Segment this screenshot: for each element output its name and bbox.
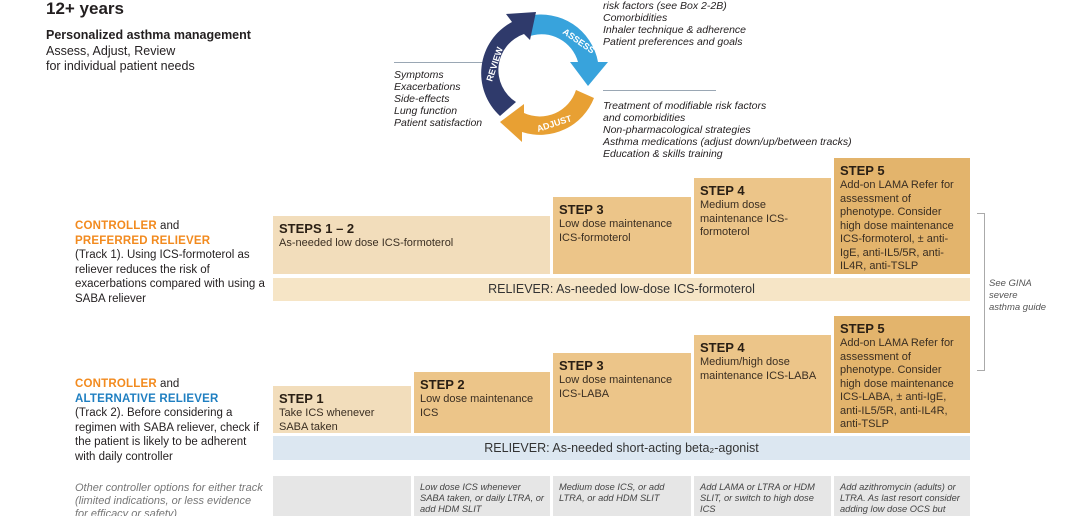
step-title: STEP 1 (279, 391, 324, 406)
section-title: Personalized asthma management (46, 28, 251, 42)
step-title: STEP 5 (840, 321, 885, 336)
step-title: STEP 4 (700, 340, 745, 355)
assess-item: risk factors (see Box 2-2B) (603, 0, 727, 12)
other-options-label: Other controller options for either trac… (75, 482, 263, 516)
step-text: As-needed low dose ICS-formoterol (279, 237, 454, 249)
adjust-item: Non-pharmacological strategies (603, 124, 751, 136)
other-option-cell: Add azithromycin (adults) or LTRA. As la… (834, 476, 970, 516)
track1-reliever-label: PREFERRED RELIEVER (75, 234, 211, 247)
review-item: Side-effects (394, 93, 450, 105)
track2-step-3: STEP 3 Low dose maintenance ICS-LABA (553, 353, 691, 433)
step5-bracket (977, 213, 985, 371)
track2-step-4: STEP 4 Medium/high dose maintenance ICS-… (694, 335, 831, 433)
track2-reliever-label: ALTERNATIVE RELIEVER (75, 392, 219, 405)
track2-label: CONTROLLER and ALTERNATIVE RELIEVER (Tra… (75, 377, 265, 464)
review-arrow (481, 12, 536, 116)
other-option-cell-empty (273, 476, 411, 516)
step-title: STEPS 1 – 2 (279, 221, 355, 236)
gina-note-line: severe (989, 290, 1018, 301)
step-text: Low dose maintenance ICS-LABA (559, 374, 673, 400)
step-text: Low dose maintenance ICS (420, 393, 534, 419)
track2-step-2: STEP 2 Low dose maintenance ICS (414, 372, 550, 433)
review-item: Patient satisfaction (394, 117, 483, 129)
other-option-cell: Medium dose ICS, or add LTRA, or add HDM… (553, 476, 691, 516)
step-text: Medium/high dose maintenance ICS-LABA (700, 356, 817, 382)
adjust-item: Treatment of modifiable risk factors (603, 100, 767, 112)
track1-steps-1-2: STEPS 1 – 2 As-needed low dose ICS-formo… (273, 216, 550, 274)
section-subtitle-2: for individual patient needs (46, 59, 195, 73)
track2-reliever: RELIEVER: As-needed short-acting beta₂-a… (273, 436, 970, 460)
track2-step-5: STEP 5 Add-on LAMA Refer for assessment … (834, 316, 970, 433)
section-subtitle: Assess, Adjust, Review (46, 44, 176, 58)
other-option-cell: Low dose ICS whenever SABA taken, or dai… (414, 476, 550, 516)
track1-reliever: RELIEVER: As-needed low-dose ICS-formote… (273, 278, 970, 301)
gina-note-line: See GINA (989, 278, 1032, 289)
track1-and: and (156, 220, 180, 232)
adjust-item: Asthma medications (adjust down/up/betwe… (603, 136, 852, 148)
gina-severe-note: See GINA severe asthma guide (989, 278, 1046, 314)
track2-and: and (156, 378, 180, 390)
track1-controller: CONTROLLER (75, 220, 157, 232)
other-option-cell: Add LAMA or LTRA or HDM SLIT, or switch … (694, 476, 831, 516)
step-title: STEP 5 (840, 163, 885, 178)
track1-step-5: STEP 5 Add-on LAMA Refer for assessment … (834, 158, 970, 274)
adjust-items: Treatment of modifiable risk factors and… (603, 100, 852, 160)
review-item: Symptoms (394, 69, 444, 81)
track1-desc: (Track 1). Using ICS-formoterol as relie… (75, 249, 265, 305)
adjust-item: Education & skills training (603, 148, 723, 160)
step-text: Medium dose maintenance ICS-formoterol (700, 199, 789, 238)
assess-item: Comorbidities (603, 12, 668, 24)
track1-step-4: STEP 4 Medium dose maintenance ICS-formo… (694, 178, 831, 274)
step-text: Low dose maintenance ICS-formoterol (559, 218, 673, 244)
divider (394, 62, 486, 63)
assess-item: Patient preferences and goals (603, 36, 743, 48)
step-title: STEP 3 (559, 358, 604, 373)
track2-step-1: STEP 1 Take ICS whenever SABA taken (273, 386, 411, 433)
assess-adjust-review-cycle: ASSESS ADJUST REVIEW (481, 12, 608, 142)
track1-label: CONTROLLER and PREFERRED RELIEVER (Track… (75, 219, 265, 306)
review-items: Symptoms Exacerbations Side-effects Lung… (394, 69, 482, 129)
assess-items: risk factors (see Box 2-2B) Comorbiditie… (603, 0, 746, 48)
step-title: STEP 2 (420, 377, 465, 392)
divider (603, 90, 716, 91)
adjust-arrow (500, 90, 594, 142)
age-heading: 12+ years (46, 0, 124, 18)
assess-arrow (528, 14, 608, 86)
step-title: STEP 4 (700, 183, 745, 198)
track2-desc: (Track 2). Before considering a regimen … (75, 407, 260, 463)
step-text: Add-on LAMA Refer for assessment of phen… (840, 337, 954, 430)
adjust-item: and comorbidities (603, 112, 686, 124)
gina-note-line: asthma guide (989, 302, 1047, 313)
step-text: Take ICS whenever SABA taken (279, 407, 375, 433)
track1-step-3: STEP 3 Low dose maintenance ICS-formoter… (553, 197, 691, 274)
review-item: Exacerbations (394, 81, 461, 93)
step-text: Add-on LAMA Refer for assessment of phen… (840, 179, 954, 272)
assess-item: Inhaler technique & adherence (603, 24, 747, 36)
step-title: STEP 3 (559, 202, 604, 217)
track2-controller: CONTROLLER (75, 378, 157, 390)
review-item: Lung function (394, 105, 458, 117)
